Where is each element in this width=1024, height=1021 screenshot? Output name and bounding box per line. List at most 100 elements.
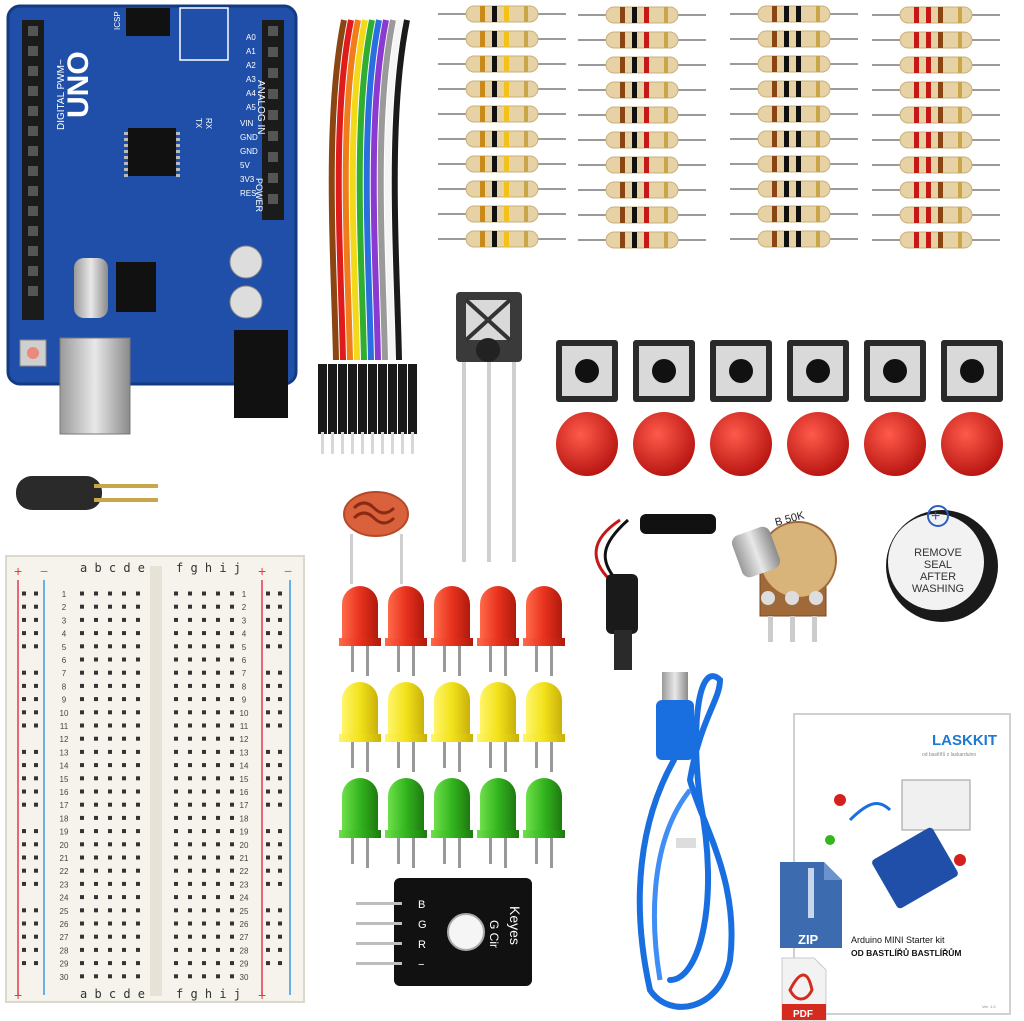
- breadboard-hole: [230, 617, 234, 622]
- resistor-band: [632, 107, 637, 123]
- led-lead: [412, 838, 415, 868]
- rail-hole: [34, 908, 38, 913]
- jumper-wire: [335, 19, 354, 361]
- breadboard-hole: [108, 710, 112, 715]
- resistor-band: [926, 32, 931, 48]
- rail-hole: [34, 776, 38, 781]
- rail-hole: [278, 604, 282, 609]
- breadboard-hole: [122, 815, 126, 820]
- breadboard-hole: [174, 815, 178, 820]
- breadboard-hole: [94, 617, 98, 622]
- resistor-band: [914, 82, 919, 98]
- breadboard-hole: [80, 881, 84, 886]
- chip-pin: [176, 174, 180, 177]
- resistor-band: [796, 31, 801, 47]
- analog-pin-label: A1: [246, 47, 256, 56]
- rail-hole: [266, 644, 270, 649]
- breadboard-hole: [188, 815, 192, 820]
- resistor-band: [784, 31, 789, 47]
- row-number: 1: [242, 590, 247, 599]
- resistor-band: [620, 232, 625, 248]
- rail-hole: [278, 789, 282, 794]
- breadboard-hole: [94, 776, 98, 781]
- resistor-band: [784, 131, 789, 147]
- row-number: 19: [240, 828, 249, 837]
- breadboard-hole: [108, 591, 112, 596]
- resistor-band: [796, 156, 801, 172]
- breadboard-hole: [230, 855, 234, 860]
- rail-hole: [266, 723, 270, 728]
- chip-pin: [176, 144, 180, 147]
- jumper-connector: [388, 364, 397, 434]
- rail-hole: [34, 855, 38, 860]
- resistor-band-tolerance: [664, 207, 668, 223]
- potentiometer: B 50K: [731, 509, 837, 642]
- rail-hole: [22, 776, 26, 781]
- breadboard-hole: [230, 604, 234, 609]
- resistor-band: [926, 182, 931, 198]
- breadboard-hole: [188, 829, 192, 834]
- breadboard-hole: [80, 908, 84, 913]
- resistor-band: [480, 56, 485, 72]
- resistor-band: [644, 207, 649, 223]
- breadboard-hole: [216, 631, 220, 636]
- breadboard-hole: [94, 670, 98, 675]
- rail-hole: [266, 604, 270, 609]
- breadboard-hole: [94, 961, 98, 966]
- rail-hole: [34, 842, 38, 847]
- resistor-band: [492, 81, 497, 97]
- led: [388, 778, 424, 834]
- resistor-band: [796, 181, 801, 197]
- row-number: 20: [60, 841, 69, 850]
- breadboard-hole: [188, 895, 192, 900]
- resistor-band: [492, 131, 497, 147]
- rail-hole: [266, 631, 270, 636]
- jumper-pin: [321, 432, 324, 454]
- breadboard-hole: [80, 683, 84, 688]
- rail-hole: [278, 763, 282, 768]
- resistor-band-tolerance: [524, 56, 528, 72]
- resistor-band: [504, 56, 509, 72]
- jumper-pin: [351, 432, 354, 454]
- rail-hole: [34, 723, 38, 728]
- breadboard-hole: [174, 617, 178, 622]
- resistor-band-tolerance: [664, 182, 668, 198]
- breadboard-hole: [136, 802, 140, 807]
- breadboard-hole: [94, 934, 98, 939]
- breadboard-hole: [136, 591, 140, 596]
- resistor-grid: [438, 5, 1000, 249]
- row-number: 14: [240, 762, 249, 771]
- row-number: 16: [240, 788, 249, 797]
- row-number: 21: [60, 854, 69, 863]
- breadboard-hole: [216, 670, 220, 675]
- rail-hole: [22, 868, 26, 873]
- led-lead: [550, 646, 553, 676]
- breadboard-hole: [174, 974, 178, 979]
- analog-pin-hole: [268, 47, 278, 57]
- row-number: 12: [240, 735, 249, 744]
- row-number: 30: [60, 973, 69, 982]
- resistor-band: [504, 156, 509, 172]
- resistor-band: [492, 56, 497, 72]
- rgb-module-pin-labels: BGR−: [418, 899, 427, 971]
- rail-hole: [34, 947, 38, 952]
- resistor-band: [492, 181, 497, 197]
- resistor-band-tolerance: [524, 181, 528, 197]
- resistor-band-tolerance: [664, 232, 668, 248]
- rail-hole: [278, 670, 282, 675]
- rail-hole: [22, 604, 26, 609]
- rail-hole: [266, 749, 270, 754]
- breadboard-hole: [108, 749, 112, 754]
- breadboard-hole: [230, 908, 234, 913]
- led: [526, 682, 562, 738]
- breadboard-hole: [174, 842, 178, 847]
- breadboard-hole: [108, 842, 112, 847]
- row-number: 29: [240, 960, 249, 969]
- breadboard-hole: [202, 591, 206, 596]
- breadboard-hole: [188, 749, 192, 754]
- breadboard-hole: [94, 829, 98, 834]
- resistor-band-tolerance: [958, 32, 962, 48]
- breadboard-hole: [174, 789, 178, 794]
- breadboard-hole: [216, 604, 220, 609]
- breadboard-hole: [174, 631, 178, 636]
